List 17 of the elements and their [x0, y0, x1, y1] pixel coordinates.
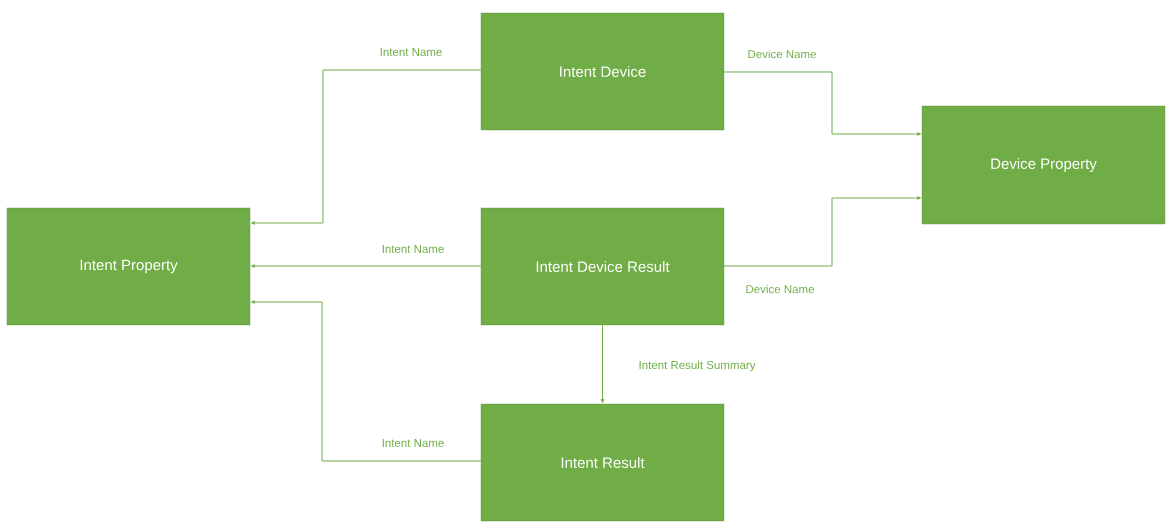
edge-label: Device Name [746, 48, 818, 60]
process-box: Intent Device Result [480, 207, 725, 326]
arrow [723, 71, 921, 136]
process-box: Intent Device [480, 12, 725, 131]
edge-label: Intent Name [380, 244, 446, 254]
edge-label: Intent Result Summary [637, 359, 757, 373]
edge-label: Intent Name [380, 438, 446, 448]
edge-label: Device Name [744, 283, 816, 295]
edge-label: Intent Name [378, 47, 444, 57]
arrow [723, 196, 921, 267]
arrow [600, 324, 605, 403]
process-box: Intent Result [480, 403, 725, 522]
arrow [251, 69, 482, 225]
arrow [251, 264, 482, 268]
arrow [251, 300, 482, 462]
process-box: Device Property [921, 105, 1166, 225]
process-box: Intent Property [6, 207, 251, 326]
